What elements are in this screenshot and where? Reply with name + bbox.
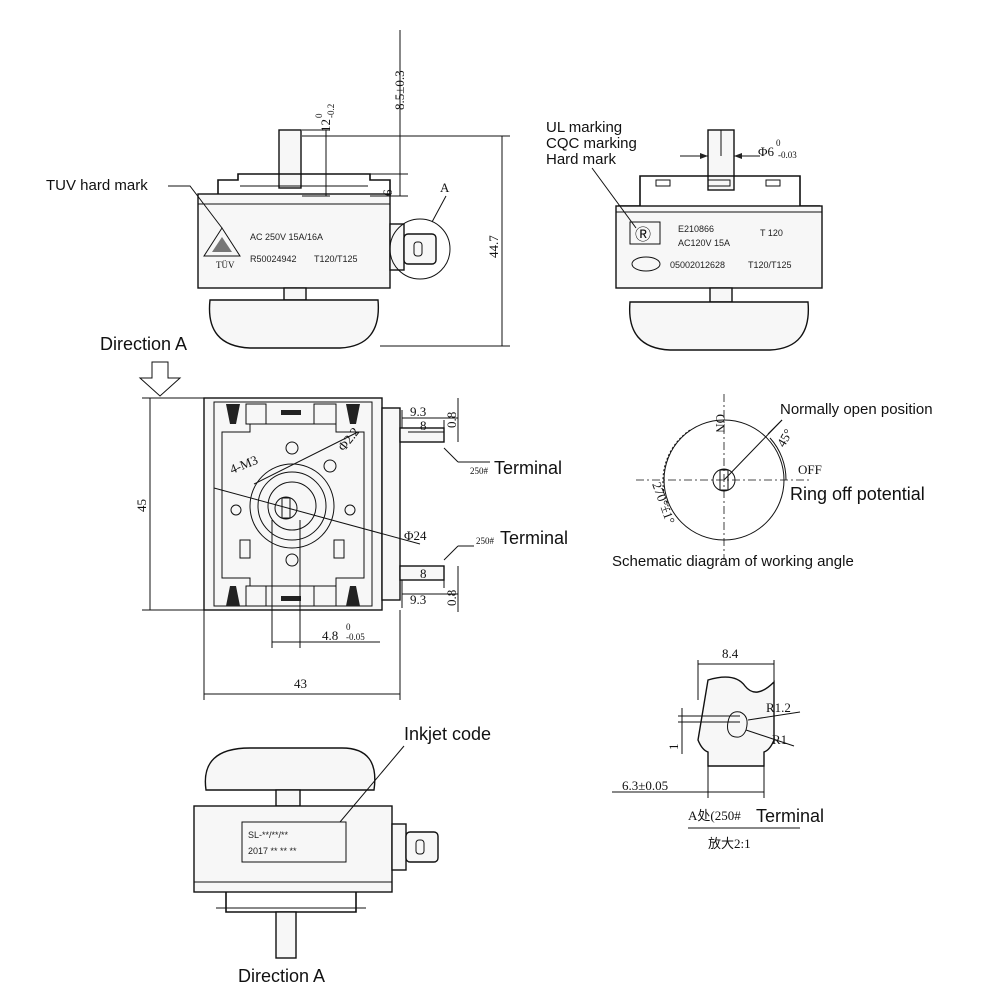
working-angle-schematic: ON OFF 45° 270°±1° Normally open positio…: [612, 394, 933, 570]
dim-43: 43: [294, 676, 307, 691]
detail-a-terminal-label: Terminal: [756, 806, 824, 826]
ul-mark-icon: [629, 221, 661, 245]
dim-0-8-top: 0.8: [444, 412, 459, 428]
dim-9-3-top: 9.3: [410, 404, 426, 419]
bottom-body: [203, 397, 383, 611]
front-terminal-tab: [403, 233, 437, 265]
dim-6: 6: [380, 189, 395, 196]
dim-9-3-bot: 9.3: [410, 592, 426, 607]
inkjet-code-label: Inkjet code: [404, 724, 491, 744]
dim-12-sup: 0: [314, 113, 324, 118]
detail-a-circle: [389, 218, 451, 280]
dim-on: ON: [713, 414, 728, 433]
dim-8-bot: 8: [420, 566, 427, 581]
dim-12: 12: [318, 119, 333, 132]
dim-phi6-sub: -0.03: [778, 150, 797, 160]
dim-phi24: Φ24: [404, 528, 427, 543]
terminal-detail-a: 8.4 1 R1.2 R1 6.3±0.05 A处(250# Terminal …: [612, 646, 824, 851]
dim-45: 45: [134, 499, 149, 512]
terminal-bottom-label: Terminal: [500, 528, 568, 548]
front-bracket: [217, 173, 391, 196]
dim-45deg: 45°: [774, 426, 796, 449]
inkjet-view: SL-**/**/** 2017 ** ** ** Inkjet code Di…: [193, 724, 491, 986]
bottom-view: Direction A: [100, 334, 568, 700]
front-print-line1: AC 250V 15A/16A: [250, 232, 323, 242]
dim-6-3: 6.3±0.05: [622, 778, 668, 793]
dim-8-4: 8.4: [722, 646, 739, 661]
terminal-top-label: Terminal: [494, 458, 562, 478]
inkjet-line1: SL-**/**/**: [248, 830, 289, 840]
ul-marking-label: UL marking: [546, 119, 622, 136]
cqc-mark-icon: [631, 256, 661, 272]
inkjet-shaft: [275, 911, 297, 959]
center-shaft: [274, 496, 298, 520]
dim-12-sub: -0.2: [326, 104, 336, 118]
side-print-line3b: T120/T125: [748, 260, 792, 270]
normally-open-label: Normally open position: [780, 401, 933, 418]
side-body: [615, 205, 823, 289]
hole-5: [285, 553, 299, 567]
cqc-marking-label: CQC marking: [546, 135, 637, 152]
detail-a-prefix: A处(250#: [688, 808, 741, 823]
direction-arrow-icon: [138, 361, 182, 397]
inkjet-code-box: [241, 821, 347, 863]
side-print-line1b: T 120: [760, 228, 783, 238]
side-view: Ⓡ E210866 T 120 AC120V 15A 05002012628 T…: [546, 119, 823, 351]
dim-off: OFF: [798, 462, 822, 477]
dim-r1: R1: [772, 732, 787, 747]
dim-1: 1: [666, 744, 681, 751]
hole-3: [230, 504, 242, 516]
hole-2: [323, 459, 337, 473]
front-knob: [208, 299, 380, 349]
ring-off-label: Ring off potential: [790, 484, 925, 504]
tuv-logo-text: TÜV: [216, 260, 235, 270]
hole-4: [344, 504, 356, 516]
svg-text:Ⓡ: Ⓡ: [635, 226, 651, 244]
side-print-line1a: E210866: [678, 224, 714, 234]
scale-note: 放大2:1: [708, 836, 751, 851]
side-print-line2: AC120V 15A: [678, 238, 730, 248]
hard-mark-label: Hard mark: [546, 151, 617, 168]
inkjet-leader: [339, 745, 405, 823]
tuv-hard-mark-label: TUV hard mark: [46, 177, 148, 194]
inkjet-body: [193, 805, 393, 893]
front-shaft: [278, 129, 302, 189]
dim-8-5: 8.5±0.3: [392, 70, 407, 110]
front-view: TÜV AC 250V 15A/16A R50024942 T120/T125 …: [46, 30, 510, 349]
inkjet-terminal-tab: [405, 831, 439, 863]
tuv-leader: [168, 185, 223, 229]
dim-a-label: A: [440, 180, 450, 195]
inkjet-line2: 2017 ** ** **: [248, 846, 297, 856]
schematic-caption: Schematic diagram of working angle: [612, 553, 854, 570]
terminal-bottom-prefix: 250#: [476, 536, 495, 546]
center-ring-outer: [249, 463, 335, 549]
inkjet-bracket: [225, 892, 357, 913]
dim-4-8-sup: 0: [346, 622, 351, 632]
direction-a-top-label: Direction A: [100, 334, 187, 354]
direction-a-bottom-label: Direction A: [238, 966, 325, 986]
dim-phi6-sup: 0: [776, 138, 781, 148]
angle-center-shaft: [712, 468, 736, 492]
dim-270: 270°±1°: [649, 480, 678, 526]
hole-1: [285, 441, 299, 455]
mounting-plate: [221, 423, 365, 587]
front-print-line2: R50024942: [250, 254, 297, 264]
dim-44-7: 44.7: [486, 235, 501, 258]
dim-4-8: 4.8: [322, 628, 338, 643]
dim-4-8-sub: -0.05: [346, 632, 365, 642]
tuv-triangle-icon: [203, 227, 241, 257]
dim-0-8-bot: 0.8: [444, 590, 459, 606]
side-print-line3a: 05002012628: [670, 260, 725, 270]
dim-r1-2: R1.2: [766, 700, 791, 715]
dim-phi6: Φ6: [758, 144, 775, 159]
hard-mark-leader: [591, 167, 637, 229]
side-knob: [629, 301, 810, 351]
top-slots: [226, 403, 360, 425]
front-print-line3: T120/T125: [314, 254, 358, 264]
inkjet-knob: [204, 747, 376, 791]
terminal-top-prefix: 250#: [470, 466, 489, 476]
dim-8-top: 8: [420, 418, 427, 433]
